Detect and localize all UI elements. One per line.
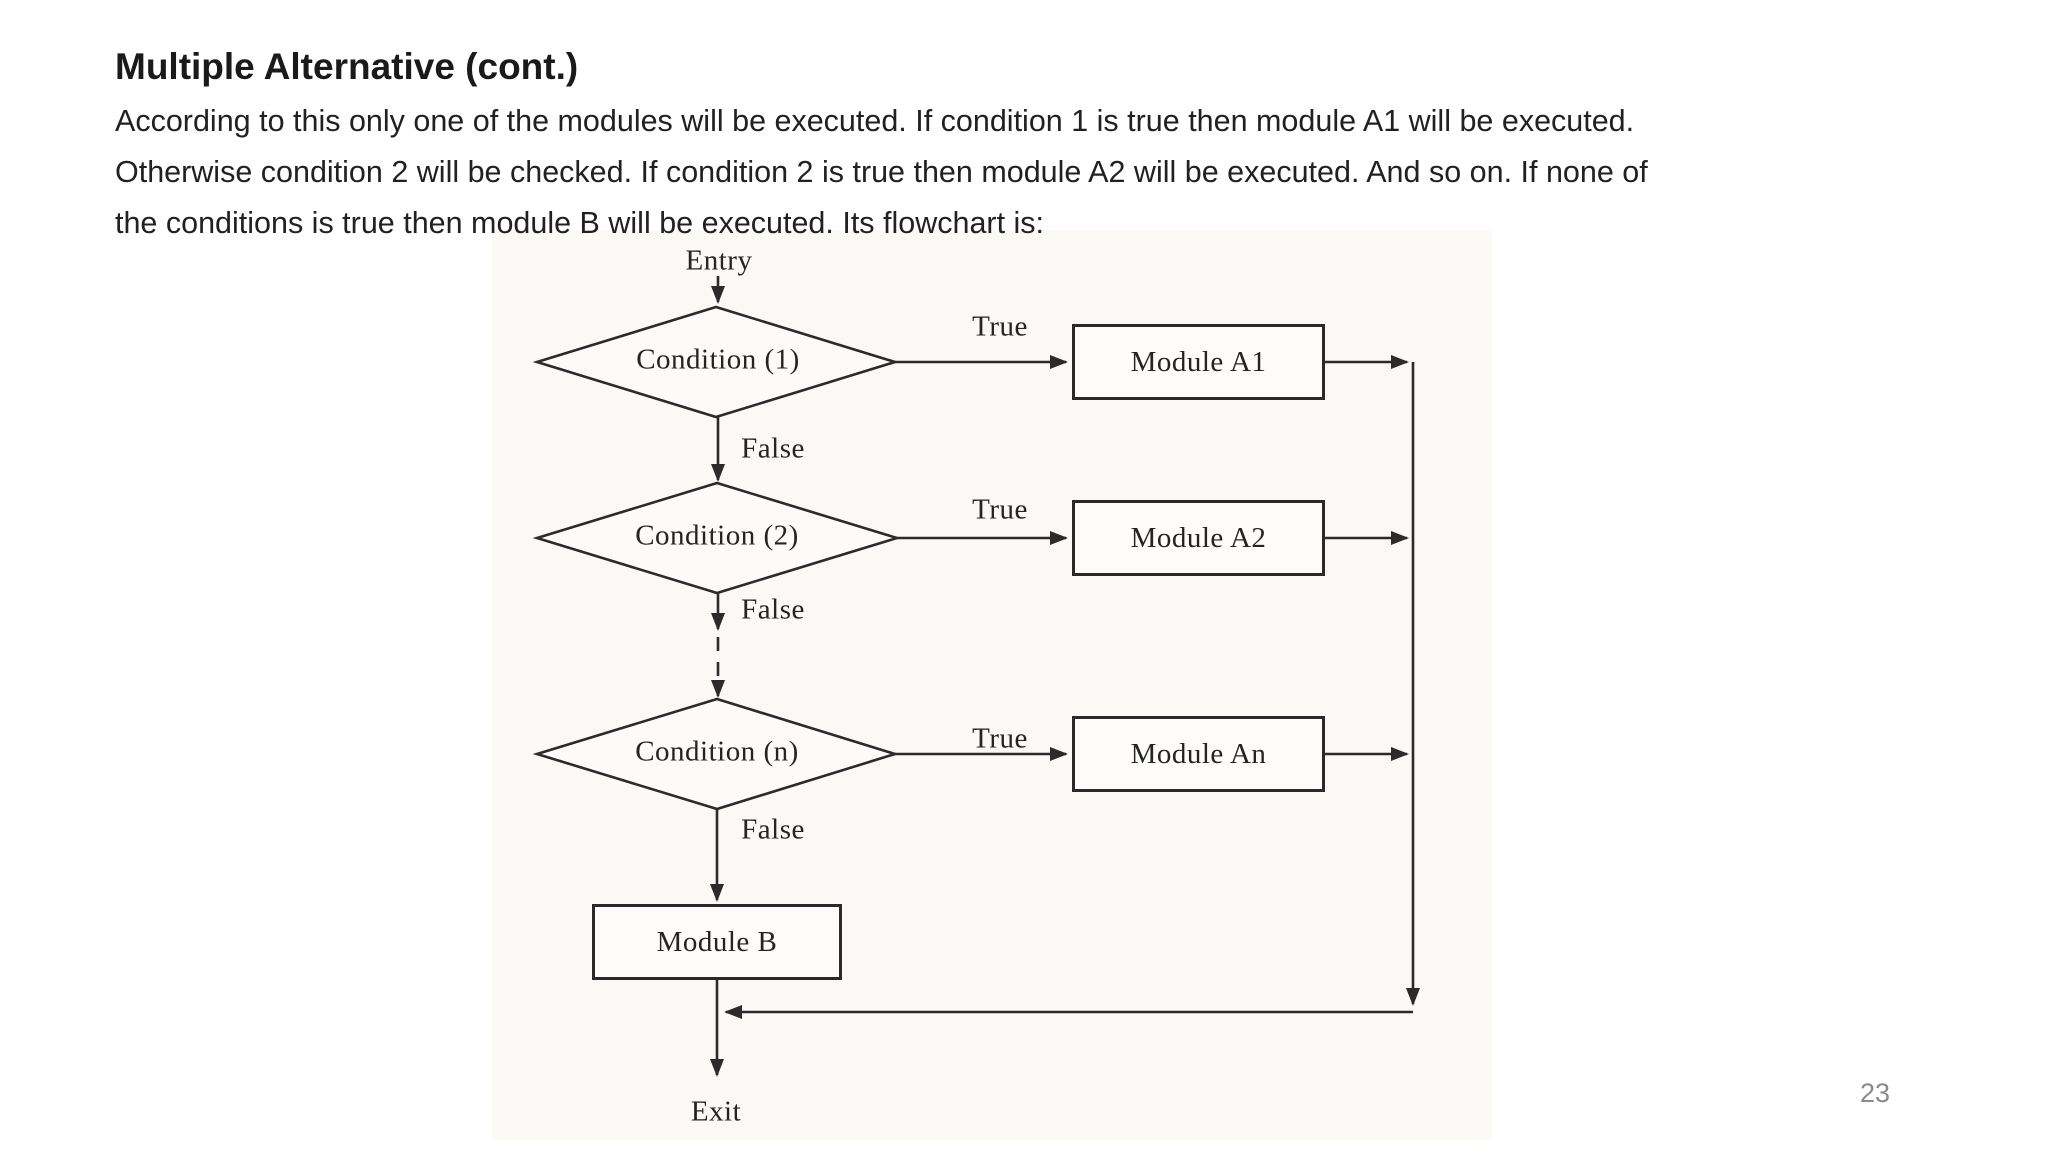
exit-label: Exit (690, 1095, 742, 1128)
module-a2-box: Module A2 (1072, 500, 1325, 576)
false2-label: False (741, 593, 805, 626)
module-an-label: Module An (1130, 737, 1267, 770)
true-n-label: True (972, 722, 1028, 755)
module-an-box: Module An (1072, 716, 1325, 792)
module-b-box: Module B (592, 904, 842, 980)
entry-label: Entry (685, 244, 753, 277)
condition-n-label: Condition (n) (635, 735, 799, 768)
true1-label: True (972, 310, 1028, 343)
condition2-label: Condition (2) (635, 519, 799, 552)
body-line: the conditions is true then module B wil… (115, 206, 1045, 240)
module-a2-label: Module A2 (1130, 521, 1267, 554)
condition1-diamond (532, 305, 900, 419)
page-title: Multiple Alternative (cont.) (115, 46, 579, 87)
module-a1-box: Module A1 (1072, 324, 1325, 400)
body-paragraph: According to this only one of the module… (115, 96, 1925, 249)
false-n-label: False (741, 813, 805, 846)
module-b-label: Module B (656, 925, 778, 958)
body-line: According to this only one of the module… (115, 104, 1635, 138)
true2-label: True (972, 493, 1028, 526)
page-number: 23 (1860, 1078, 1891, 1108)
condition1-label: Condition (1) (636, 343, 800, 376)
false1-label: False (741, 432, 805, 465)
body-line: Otherwise condition 2 will be checked. I… (115, 155, 1648, 189)
module-a1-label: Module A1 (1130, 345, 1267, 378)
